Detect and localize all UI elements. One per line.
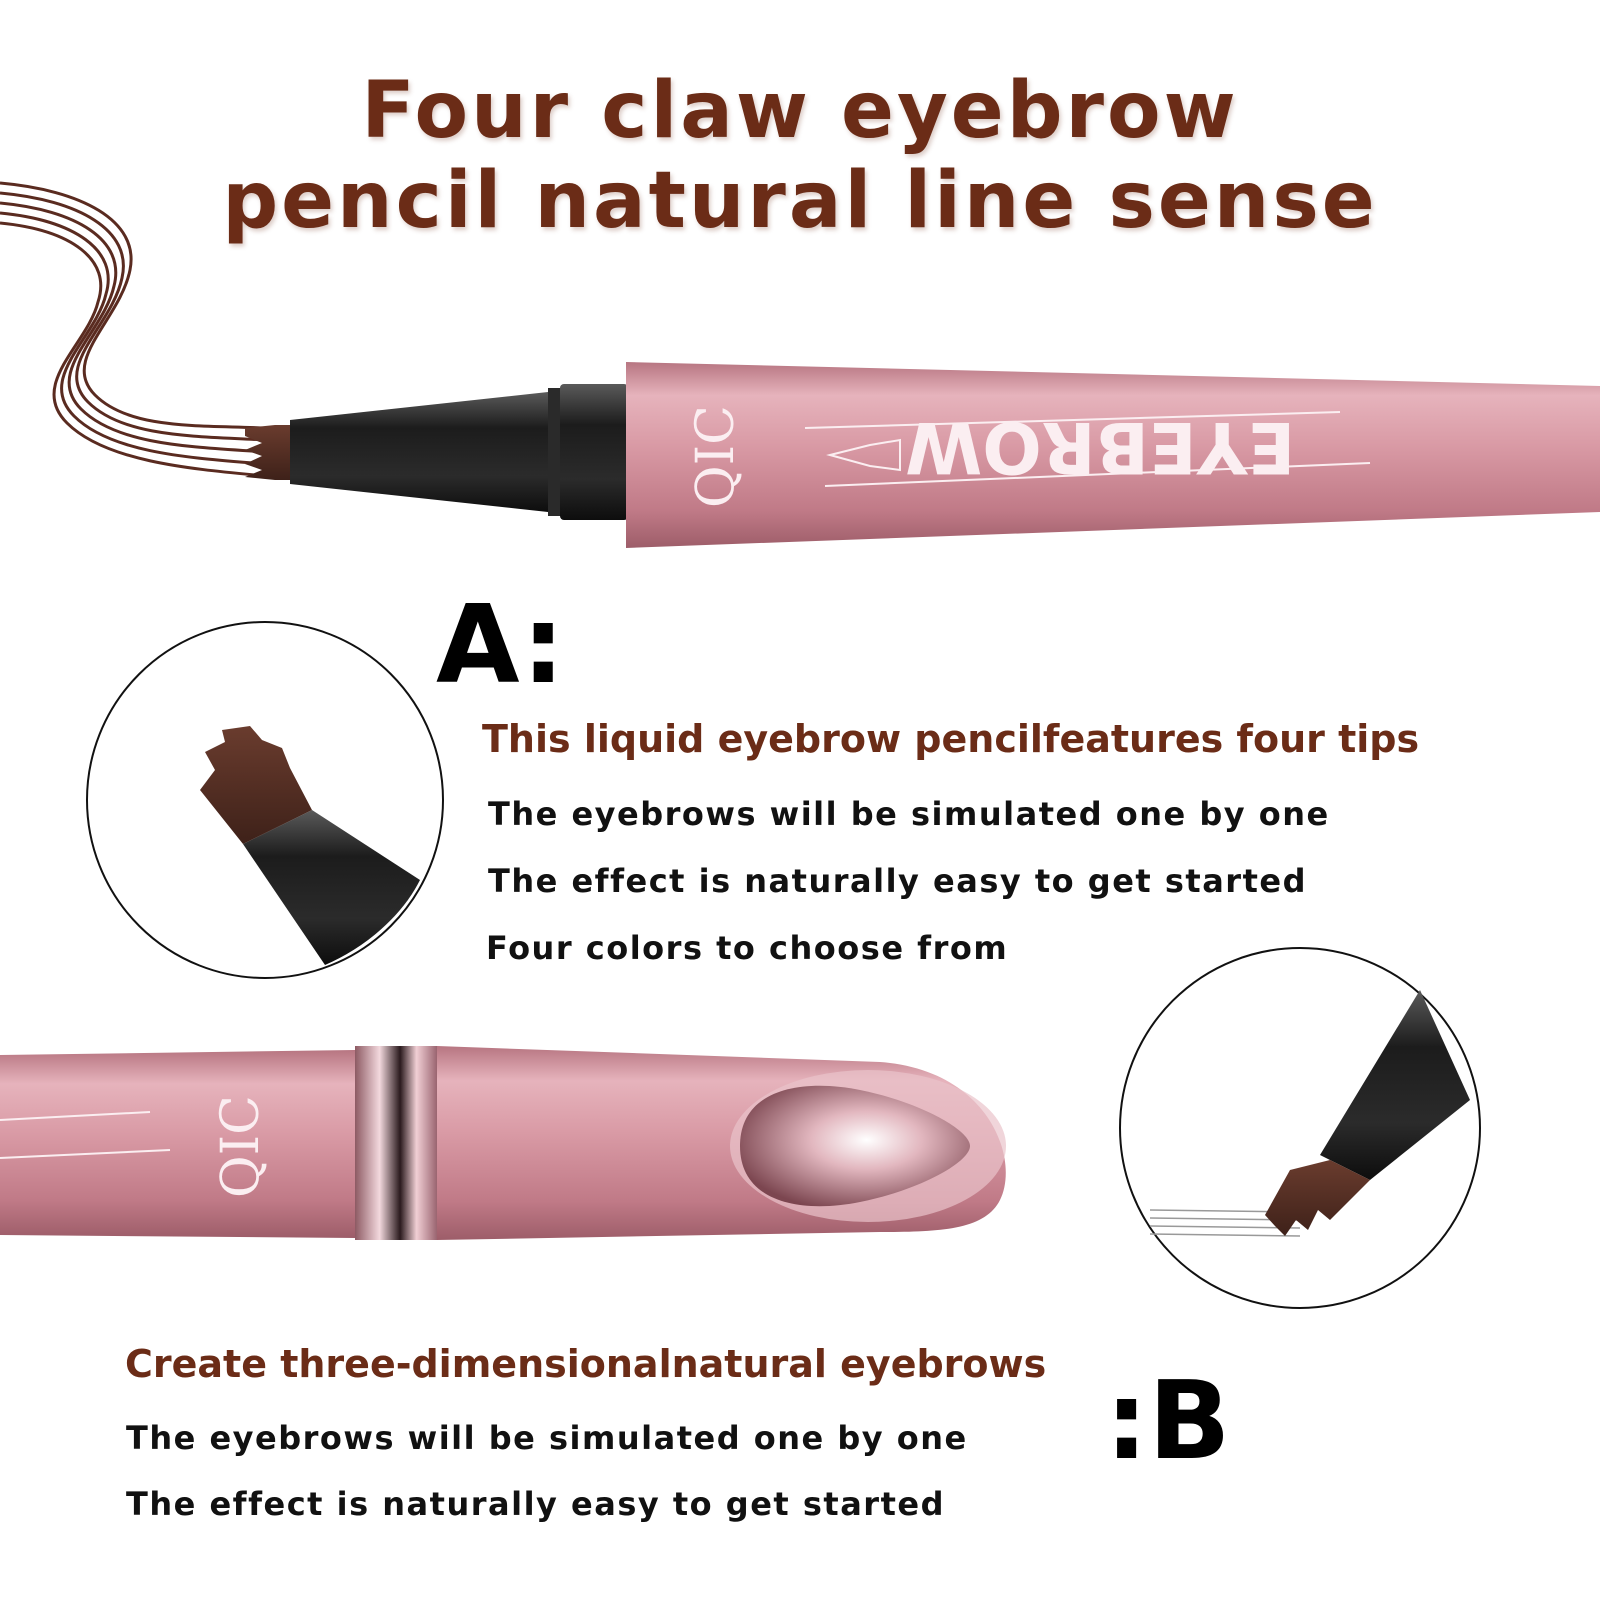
section-b-line-1: The eyebrows will be simulated one by on…	[126, 1419, 968, 1457]
section-b-letter: :B	[1105, 1359, 1231, 1484]
section-b-line-2: The effect is naturally easy to get star…	[126, 1485, 945, 1523]
brow-strokes	[0, 181, 266, 478]
section-a-line-3: Four colors to choose from	[486, 929, 1009, 967]
section-b-heading: Create three-dimensionalnatural eyebrows	[125, 1342, 1047, 1386]
section-a-heading: This liquid eyebrow pencilfeatures four …	[482, 717, 1420, 761]
title-line-2: pencil natural line sense	[222, 156, 1378, 246]
section-a-line-2: The effect is naturally easy to get star…	[488, 862, 1307, 900]
section-a-line-1: The eyebrows will be simulated one by on…	[488, 795, 1330, 833]
section-a-letter: A:	[436, 583, 565, 708]
bottom-pen-brand: QIC	[211, 1095, 271, 1198]
top-pen-label: EYEBROW	[905, 406, 1296, 488]
zoom-circle-a	[86, 621, 444, 979]
zoom-circle-b	[1119, 947, 1481, 1309]
bottom-pen	[0, 1046, 1006, 1240]
top-pen	[245, 362, 1600, 548]
title-line-1: Four claw eyebrow	[361, 66, 1239, 156]
top-pen-brand: QIC	[686, 405, 746, 508]
